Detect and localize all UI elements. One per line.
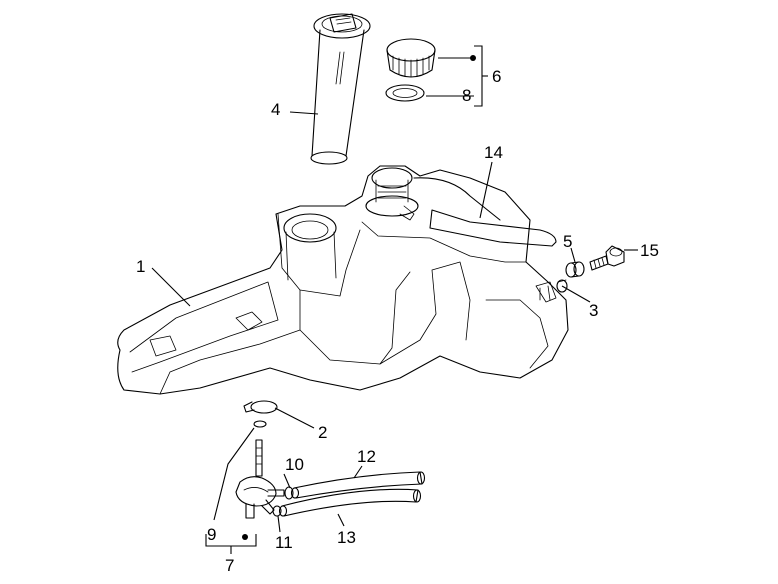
fuel-hose-upper [290,471,426,499]
bullet-marker-tap [242,534,248,540]
callout-7: 7 [225,556,234,575]
fuel-tank [117,165,569,395]
leader-lines [151,45,638,554]
callout-13: 13 [337,528,356,547]
callout-5: 5 [563,232,572,251]
callout-8: 8 [462,86,471,105]
hose-clip [243,400,278,428]
callout-2: 2 [318,423,327,442]
callout-14: 14 [484,143,503,162]
callout-11: 11 [275,533,293,552]
fuel-tap [235,439,285,519]
bush [556,279,568,293]
fuel-hose-lower [278,488,422,517]
callout-10: 10 [285,455,304,474]
fuel-cap [386,38,436,78]
callout-12: 12 [357,447,376,466]
callout-15: 15 [640,241,659,260]
callout-3: 3 [589,301,598,320]
cap-gasket [385,84,425,102]
bullet-marker-cap [470,55,476,61]
fuel-level-sender [310,13,371,165]
callout-6: 6 [492,67,501,86]
screw [589,245,625,271]
spacer [565,261,585,278]
clamp-lower [272,505,282,517]
callout-1: 1 [136,257,145,276]
callout-9: 9 [207,525,216,544]
callout-4: 4 [271,100,280,119]
